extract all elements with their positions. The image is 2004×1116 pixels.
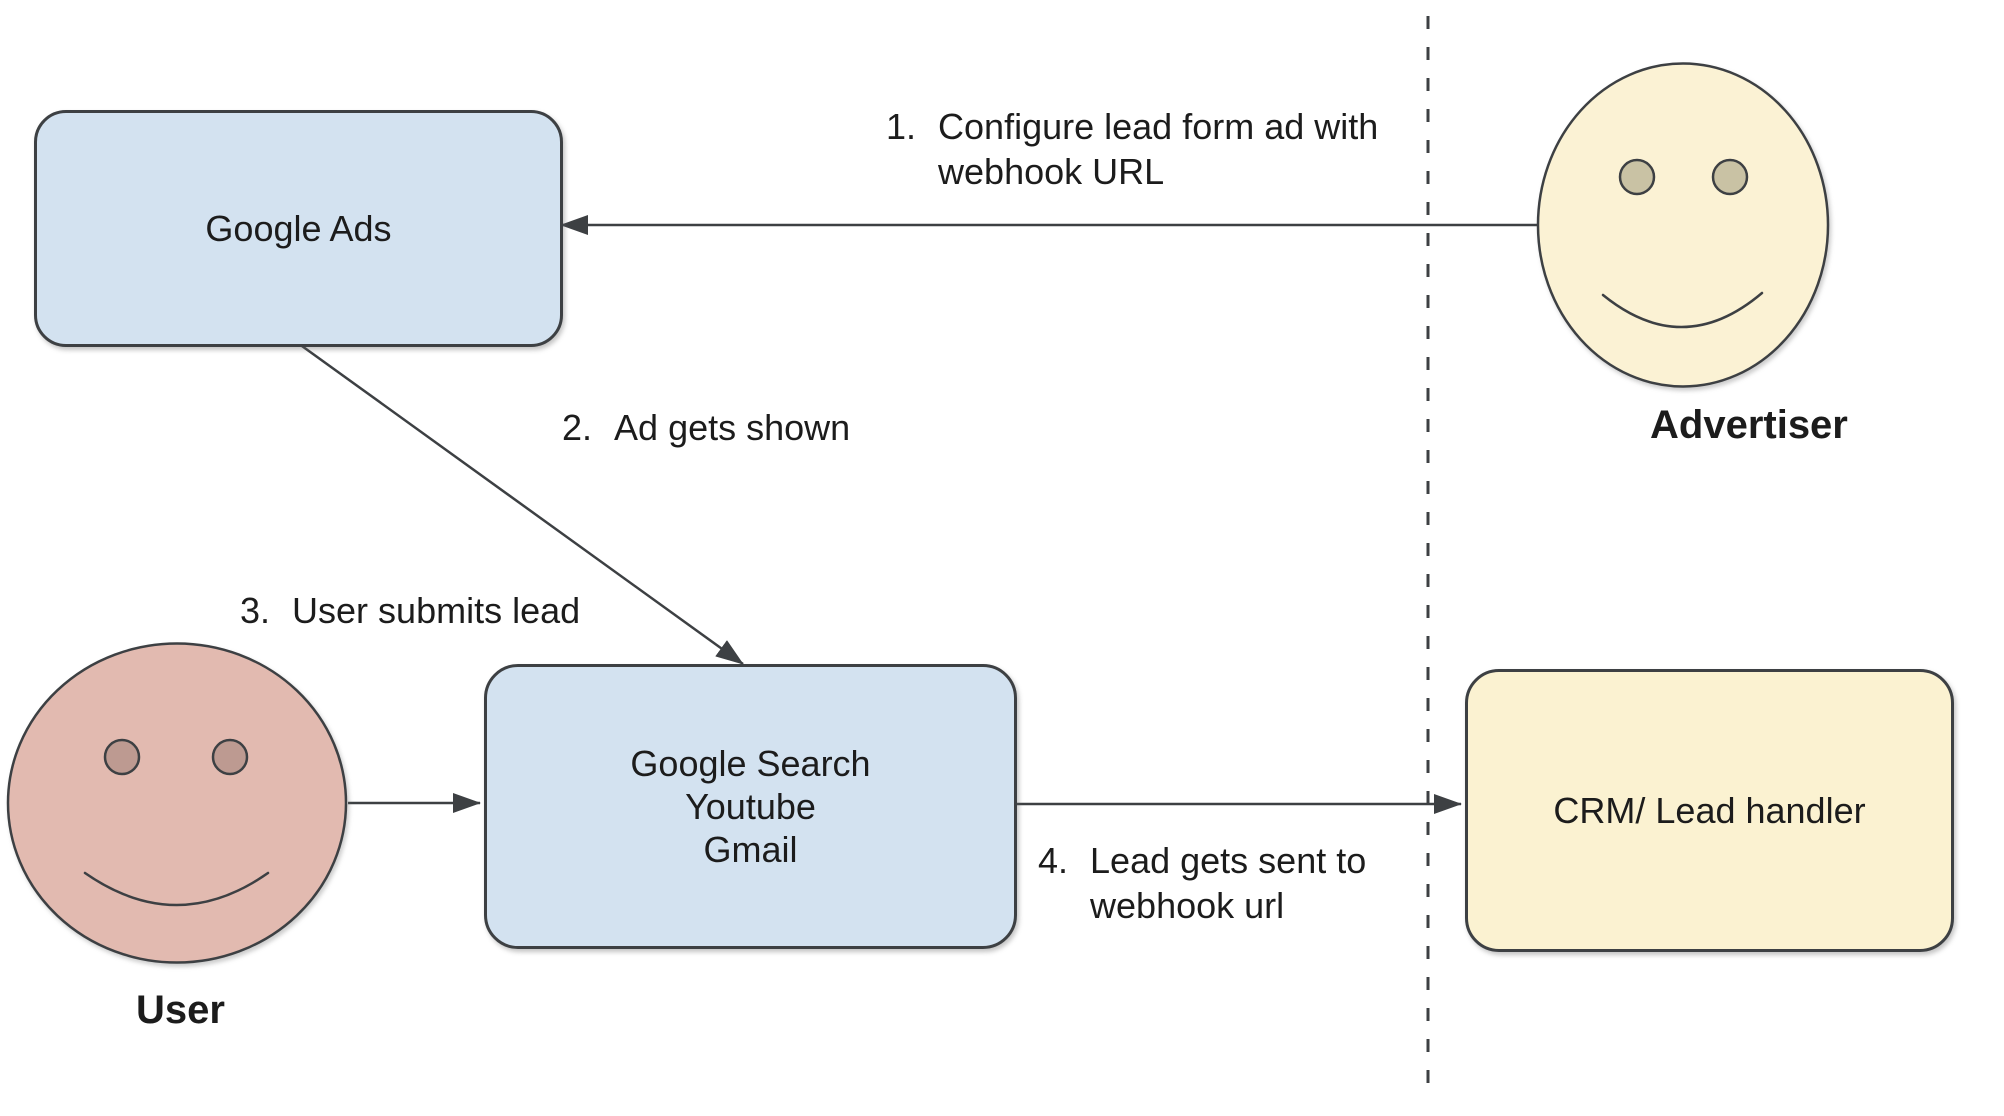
google-ads-node: Google Ads — [34, 110, 563, 347]
step-4-text: Lead gets sent to webhook url — [1090, 840, 1367, 926]
advertiser-face-icon — [1536, 62, 1830, 388]
advertiser-head — [1536, 62, 1830, 388]
user-left-eye-icon — [103, 738, 141, 776]
step-3-number: 3. — [240, 590, 271, 631]
step-3-annotation: 3. User submits lead — [240, 588, 580, 633]
google-ads-label: Google Ads — [205, 208, 392, 249]
user-right-eye-icon — [211, 738, 249, 776]
google-surfaces-node: Google Search Youtube Gmail — [484, 664, 1017, 949]
step-3-text: User submits lead — [292, 590, 581, 631]
step-2-number: 2. — [562, 407, 593, 448]
arrow-google-ads-to-google-surfaces — [294, 339, 744, 666]
advertiser-right-eye-icon — [1711, 158, 1749, 196]
step-2-annotation: 2. Ad gets shown — [562, 405, 850, 450]
step-4-number: 4. — [1038, 840, 1069, 881]
step-1-number: 1. — [886, 106, 917, 147]
google-surfaces-label: Google Search Youtube Gmail — [630, 742, 870, 871]
step-1-text: Configure lead form ad with webhook URL — [938, 106, 1379, 192]
advertiser-left-eye-icon — [1618, 158, 1656, 196]
user-label: User — [136, 988, 225, 1032]
step-1-annotation: 1. Configure lead form ad with webhook U… — [886, 104, 1418, 194]
user-face-icon — [6, 642, 348, 964]
user-head — [6, 642, 348, 964]
google-surfaces-line-2: Youtube — [685, 786, 816, 827]
step-2-text: Ad gets shown — [614, 407, 851, 448]
google-surfaces-line-3: Gmail — [703, 829, 798, 870]
advertiser-smile-icon — [1601, 291, 1764, 329]
crm-lead-handler-label: CRM/ Lead handler — [1553, 790, 1866, 831]
user-smile-icon — [83, 871, 270, 907]
advertiser-label: Advertiser — [1650, 403, 1848, 447]
crm-lead-handler-node: CRM/ Lead handler — [1465, 669, 1954, 952]
google-surfaces-line-1: Google Search — [630, 743, 871, 784]
step-4-annotation: 4. Lead gets sent to webhook url — [1038, 838, 1390, 928]
